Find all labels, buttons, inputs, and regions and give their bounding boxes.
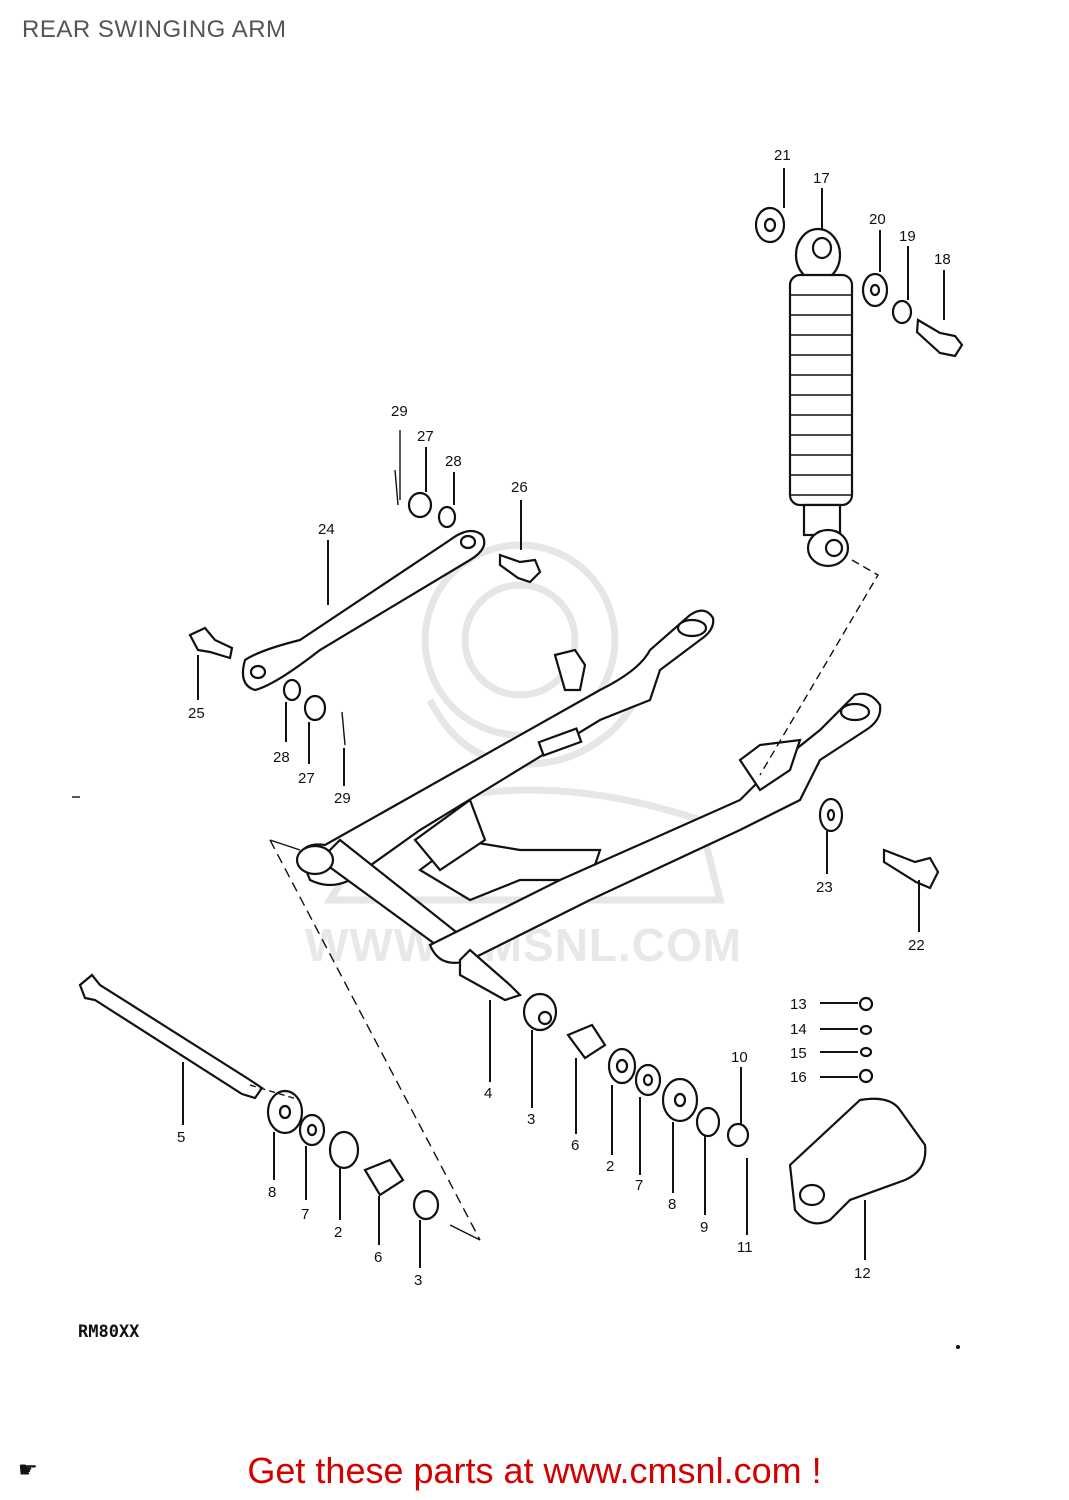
footer-link-text[interactable]: Get these parts at www.cmsnl.com ! xyxy=(247,1450,822,1491)
part-label: 17 xyxy=(813,170,830,187)
part-label: 24 xyxy=(318,521,335,538)
part-label: 22 xyxy=(908,937,925,954)
part-label: 23 xyxy=(816,879,833,896)
part-label: 7 xyxy=(635,1177,643,1194)
pivot-hardware-left[interactable] xyxy=(266,1089,440,1221)
upper-shock-hardware[interactable] xyxy=(754,206,964,358)
part-label: 15 xyxy=(790,1045,807,1062)
part-label: 2 xyxy=(334,1224,342,1241)
part-label: 4 xyxy=(484,1085,492,1102)
part-label: 16 xyxy=(790,1069,807,1086)
part-label: 29 xyxy=(334,790,351,807)
bolt-22[interactable] xyxy=(882,848,940,890)
part-label: 8 xyxy=(668,1196,676,1213)
part-label: 10 xyxy=(731,1049,748,1066)
bolt-25[interactable] xyxy=(188,626,234,660)
scan-specks xyxy=(72,796,960,1349)
shock-absorber[interactable] xyxy=(788,227,854,568)
model-code: RM80XX xyxy=(78,1322,140,1342)
part-label: 13 xyxy=(790,996,807,1013)
swing-arm[interactable] xyxy=(295,609,882,1002)
part-label: 18 xyxy=(934,251,951,268)
part-label: 25 xyxy=(188,705,205,722)
pivot-hardware-right[interactable] xyxy=(522,992,750,1148)
part-label: 27 xyxy=(298,770,315,787)
pivot-bolt[interactable] xyxy=(78,973,264,1100)
page-title: REAR SWINGING ARM xyxy=(22,16,287,43)
part-label: 3 xyxy=(527,1111,535,1128)
part-label: 6 xyxy=(374,1249,382,1266)
part-number-labels: 21 17 20 19 18 29 27 28 26 24 25 28 27 2… xyxy=(177,147,951,1289)
nut-washer-set[interactable] xyxy=(282,470,457,746)
torque-link[interactable] xyxy=(241,529,486,692)
small-fasteners[interactable] xyxy=(858,996,874,1084)
part-label: 28 xyxy=(445,453,462,470)
part-label: 14 xyxy=(790,1021,807,1038)
part-label: 28 xyxy=(273,749,290,766)
part-label: 6 xyxy=(571,1137,579,1154)
chain-guide[interactable] xyxy=(788,1097,927,1225)
part-label: 2 xyxy=(606,1158,614,1175)
part-label: 19 xyxy=(899,228,916,245)
washer-23[interactable] xyxy=(818,797,844,833)
part-label: 21 xyxy=(774,147,791,164)
part-label: 26 xyxy=(511,479,528,496)
pointing-hand-icon: ☛ xyxy=(18,1458,38,1483)
part-label: 27 xyxy=(417,428,434,445)
part-label: 7 xyxy=(301,1206,309,1223)
bolt-26[interactable] xyxy=(498,553,542,584)
part-label: 5 xyxy=(177,1129,185,1146)
leader-lines xyxy=(182,168,945,1268)
part-label: 20 xyxy=(869,211,886,228)
part-label: 12 xyxy=(854,1265,871,1282)
part-label: 3 xyxy=(414,1272,422,1289)
part-label: 29 xyxy=(391,403,408,420)
part-label: 9 xyxy=(700,1219,708,1236)
part-label: 8 xyxy=(268,1184,276,1201)
part-label: 11 xyxy=(737,1239,753,1256)
